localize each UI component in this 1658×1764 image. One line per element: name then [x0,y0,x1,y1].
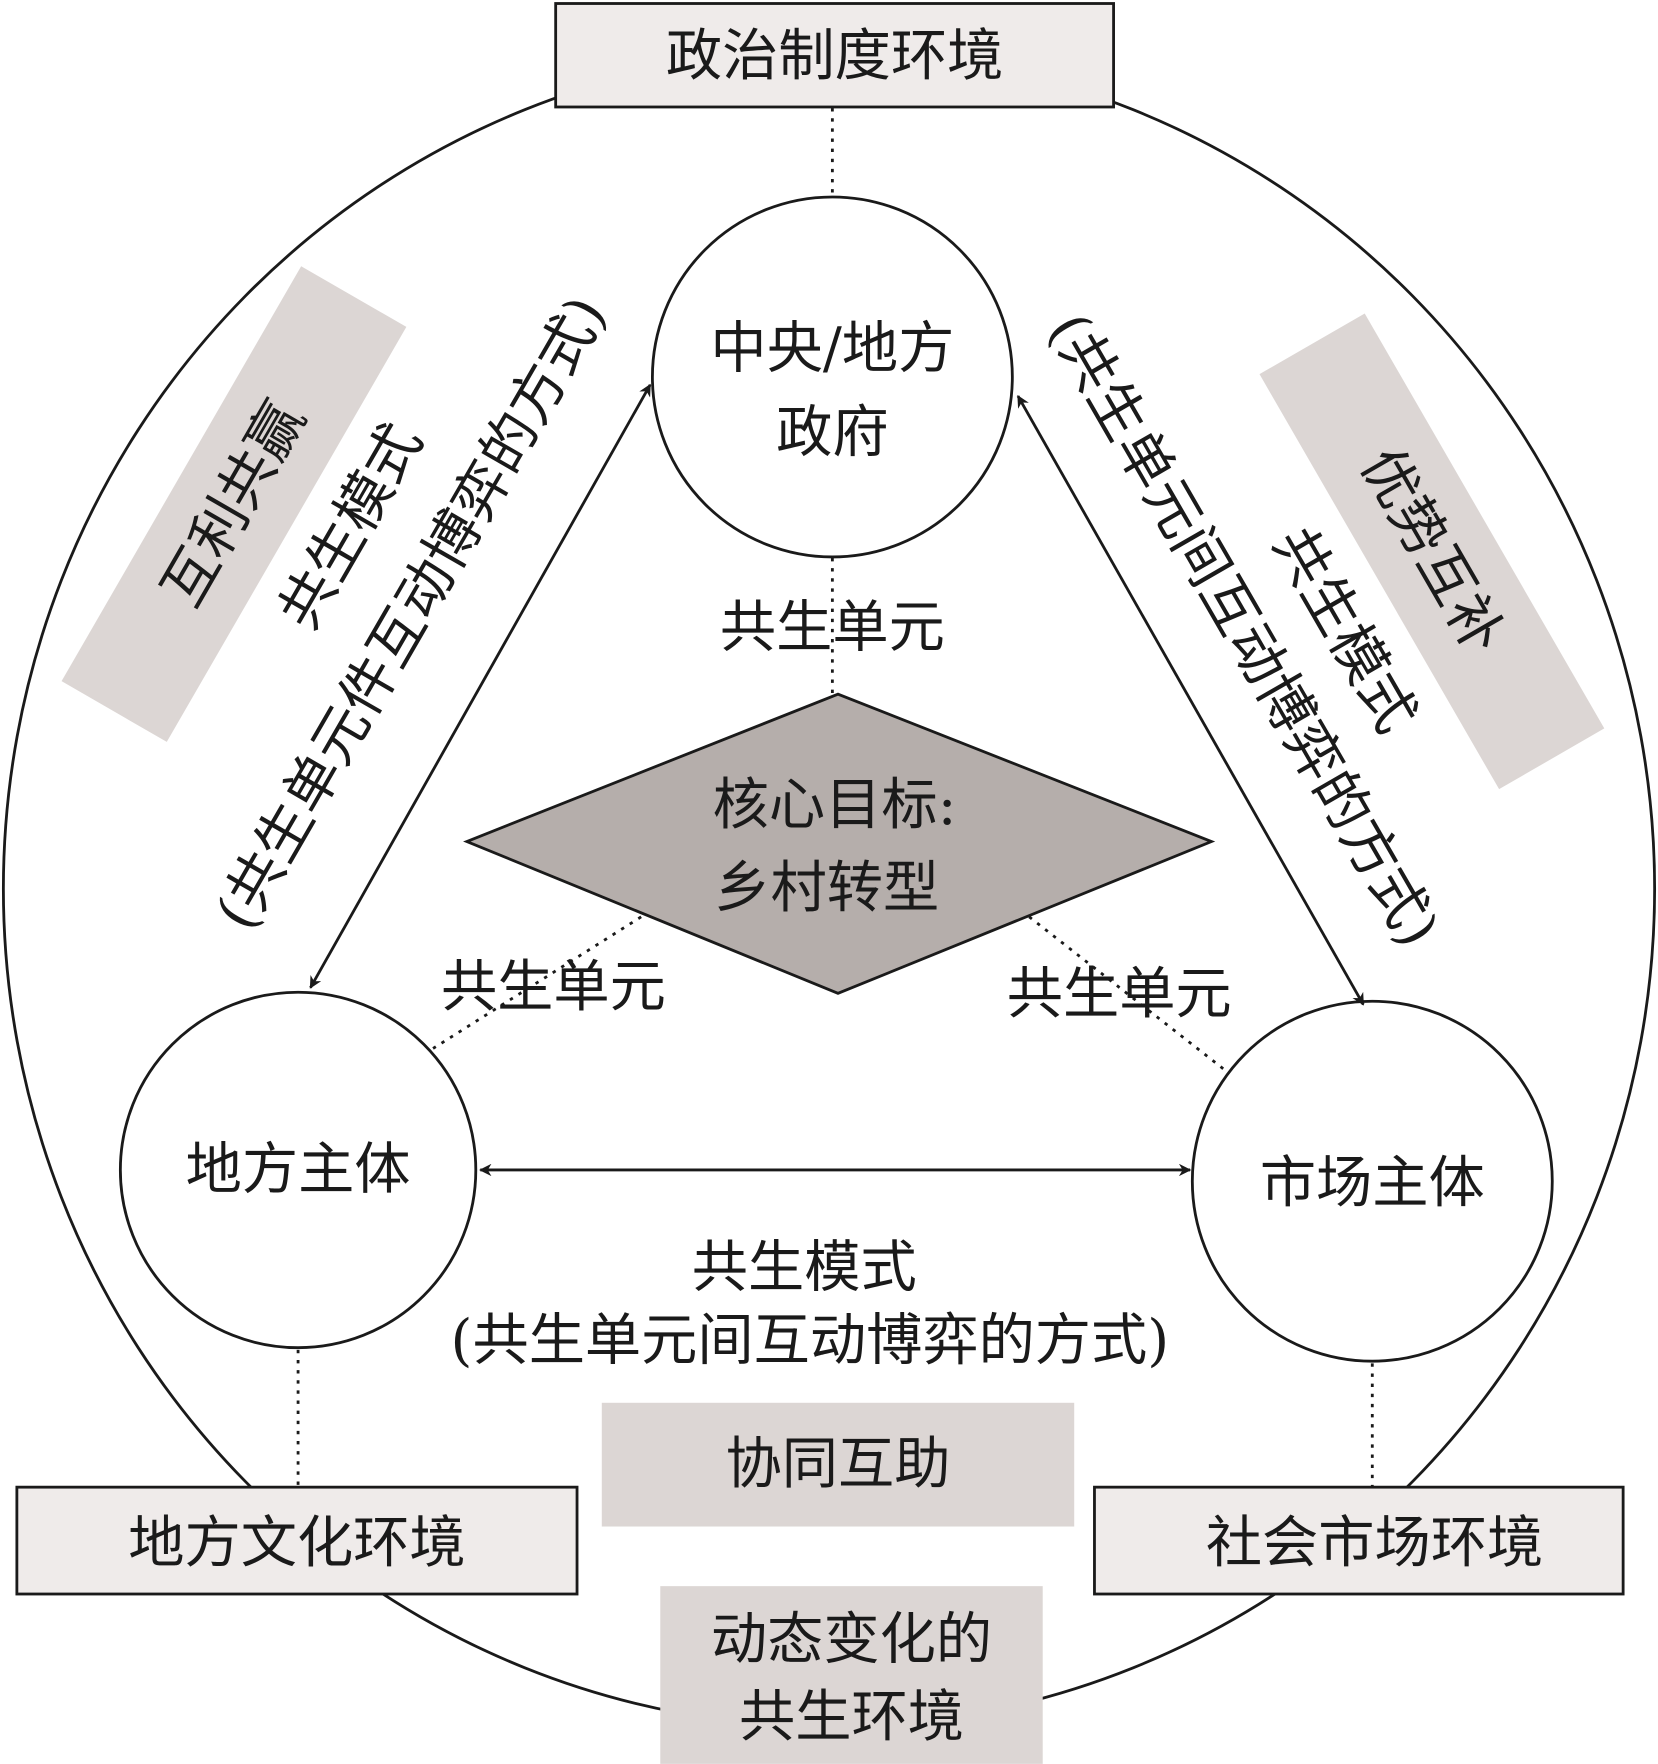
left-tag-box [61,266,407,742]
local-actor-node [118,990,478,1350]
culture-environment-label: 地方文化环境 [128,1511,465,1576]
core-goal-label-1: 核心目标: [713,773,957,838]
government-label-2: 政府 [776,401,888,466]
market-actor-node [1190,999,1554,1363]
right-tag-box [1259,313,1605,790]
government-label-1: 中央/地方 [710,316,954,381]
arrow-gov-market [1016,394,1365,1006]
unit-label-right: 共生单元 [1007,962,1232,1027]
culture-environment-box [15,1485,579,1596]
market-environment-box [1093,1485,1625,1596]
arrow-gov-local [309,383,652,989]
dynamic-environment-label-1: 动态变化的 [711,1608,992,1673]
bottom-tag-box [601,1402,1075,1527]
political-environment-label: 政治制度环境 [666,24,1003,89]
dynamic-environment-box [660,1586,1043,1764]
bottom-mode-desc: (共生单元间互动博弈的方式) [451,1308,1170,1373]
bottom-mode-label: 共生模式 [692,1235,917,1300]
core-goal-diamond [463,692,1216,995]
unit-label-top: 共生单元 [720,595,945,660]
unit-label-left: 共生单元 [441,955,666,1020]
market-actor-label: 市场主体 [1260,1151,1485,1216]
political-environment-box [554,2,1115,109]
local-actor-label: 地方主体 [186,1137,411,1202]
core-goal-label-2: 乡村转型 [714,856,939,921]
dynamic-environment-label-2: 共生环境 [739,1685,964,1750]
market-environment-label: 社会市场环境 [1206,1511,1543,1576]
government-node [650,195,1014,559]
bottom-tag-label: 协同互助 [726,1432,951,1497]
